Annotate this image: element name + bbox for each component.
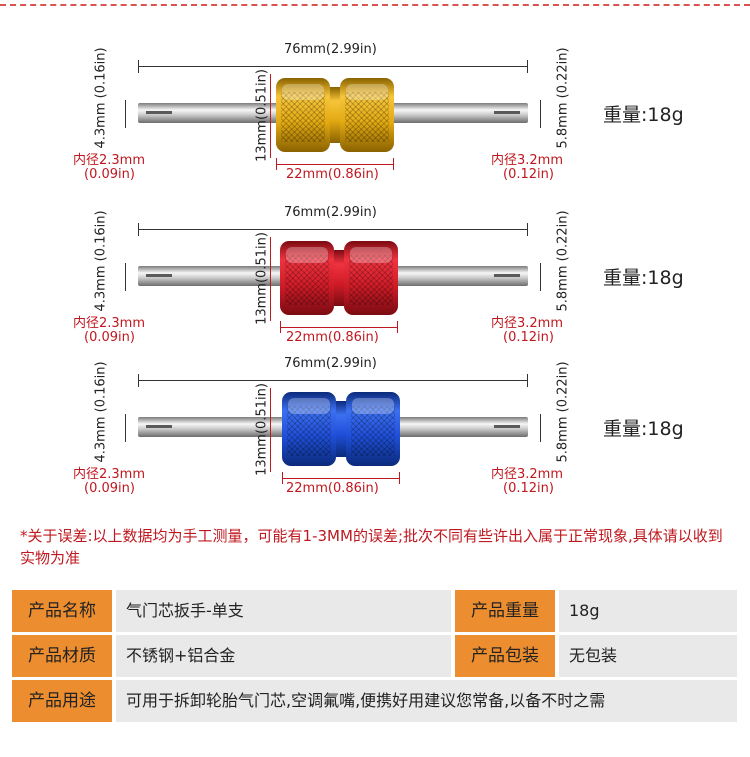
knob-height-label: 13mm(0.51in) xyxy=(254,69,270,162)
spec-row-name: 产品名称 气门芯扳手-单支 产品重量 18g xyxy=(12,590,737,632)
inner-diameter-right-2: (0.12in) xyxy=(503,167,554,182)
weight-label: 重量:18g xyxy=(603,104,684,126)
inner-diameter-left-2: (0.09in) xyxy=(84,481,135,496)
knob-left xyxy=(280,241,334,315)
knob-right xyxy=(346,392,400,466)
inner-diameter-right-1: 内径3.2mm xyxy=(491,316,564,331)
length-label: 76mm(2.99in) xyxy=(284,42,377,57)
knob-width-label: 22mm(0.86in) xyxy=(286,481,379,496)
knob-waist xyxy=(330,87,340,143)
measurement-note: *关于误差:以上数据均为手工测量，可能有1-3MM的误差;批次不同有些许出入属于… xyxy=(20,527,723,567)
knob-height-line xyxy=(270,74,271,158)
length-dimension-line xyxy=(138,56,528,73)
knob-left xyxy=(276,78,330,152)
right-diameter-bracket xyxy=(540,100,541,128)
inner-diameter-right-2: (0.12in) xyxy=(503,330,554,345)
left-diameter-bracket xyxy=(125,263,126,291)
inner-diameter-left-2: (0.09in) xyxy=(84,330,135,345)
spec-value: 可用于拆卸轮胎气门芯,空调氟嘴,便携好用建议您常备,以备不时之需 xyxy=(116,680,737,722)
knob-height-line xyxy=(270,237,271,321)
length-label: 76mm(2.99in) xyxy=(284,205,377,220)
right-diameter-label: 5.8mm (0.22in) xyxy=(555,47,571,149)
knob-waist xyxy=(336,401,346,457)
right-diameter-label: 5.8mm (0.22in) xyxy=(555,210,571,312)
spec-label: 产品重量 xyxy=(455,590,555,632)
length-label: 76mm(2.99in) xyxy=(284,356,377,371)
inner-diameter-left-1: 内径2.3mm xyxy=(73,467,146,482)
knob-left xyxy=(282,392,336,466)
spec-value: 不锈钢+铝合金 xyxy=(116,635,451,677)
left-diameter-label: 4.3mm (0.16in) xyxy=(93,361,109,463)
spec-row-usage: 产品用途 可用于拆卸轮胎气门芯,空调氟嘴,便携好用建议您常备,以备不时之需 xyxy=(12,680,737,722)
knob-height-label: 13mm(0.51in) xyxy=(254,383,270,476)
right-diameter-bracket xyxy=(540,263,541,291)
knob-height-line xyxy=(270,388,271,472)
spec-value: 18g xyxy=(559,590,737,632)
left-diameter-label: 4.3mm (0.16in) xyxy=(93,47,109,149)
left-diameter-bracket xyxy=(125,414,126,442)
weight-label: 重量:18g xyxy=(603,267,684,289)
spec-row-material: 产品材质 不锈钢+铝合金 产品包装 无包装 xyxy=(12,635,737,677)
knob-waist xyxy=(334,250,344,306)
right-diameter-label: 5.8mm (0.22in) xyxy=(555,361,571,463)
top-dashed-divider xyxy=(0,4,750,6)
knob-right xyxy=(340,78,394,152)
tool-gold: 76mm(2.99in) 4.3mm (0.16in) 13mm(0.51in)… xyxy=(0,40,750,200)
spec-label: 产品包装 xyxy=(455,635,555,677)
spec-label: 产品用途 xyxy=(12,680,112,722)
inner-diameter-right-1: 内径3.2mm xyxy=(491,153,564,168)
weight-label: 重量:18g xyxy=(603,418,684,440)
inner-diameter-left-1: 内径2.3mm xyxy=(73,153,146,168)
tool-red: 76mm(2.99in) 4.3mm (0.16in) 13mm(0.51in)… xyxy=(0,203,750,363)
inner-diameter-right-1: 内径3.2mm xyxy=(491,467,564,482)
spec-label: 产品名称 xyxy=(12,590,112,632)
inner-diameter-left-1: 内径2.3mm xyxy=(73,316,146,331)
left-diameter-label: 4.3mm (0.16in) xyxy=(93,210,109,312)
left-diameter-bracket xyxy=(125,100,126,128)
length-dimension-line xyxy=(138,219,528,236)
spec-label: 产品材质 xyxy=(12,635,112,677)
knob-width-label: 22mm(0.86in) xyxy=(286,167,379,182)
inner-diameter-right-2: (0.12in) xyxy=(503,481,554,496)
inner-diameter-left-2: (0.09in) xyxy=(84,167,135,182)
knob-right xyxy=(344,241,398,315)
right-diameter-bracket xyxy=(540,414,541,442)
spec-value: 无包装 xyxy=(559,635,737,677)
knob-width-label: 22mm(0.86in) xyxy=(286,330,379,345)
spec-value: 气门芯扳手-单支 xyxy=(116,590,451,632)
length-dimension-line xyxy=(138,370,528,387)
tool-blue: 76mm(2.99in) 4.3mm (0.16in) 13mm(0.51in)… xyxy=(0,354,750,514)
knob-height-label: 13mm(0.51in) xyxy=(254,232,270,325)
